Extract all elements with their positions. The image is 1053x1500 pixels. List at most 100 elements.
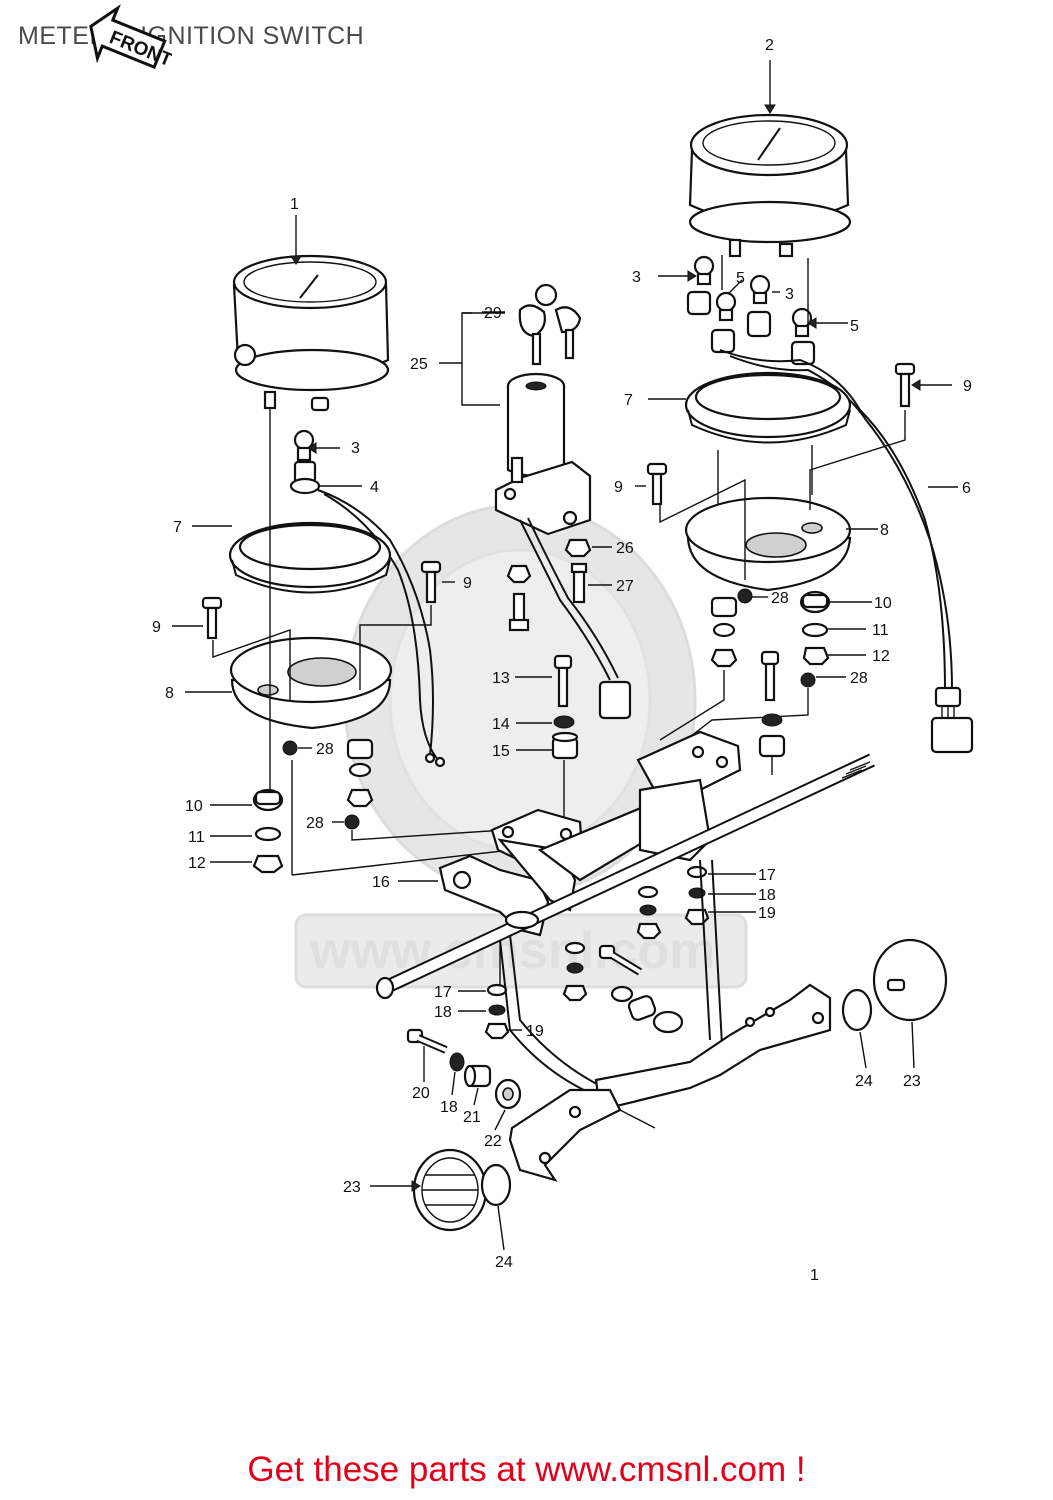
part-7-ring-right: [684, 371, 852, 444]
part-3-bulb-right-b: [749, 274, 771, 305]
part-9-screw-left-b: [420, 560, 442, 604]
ignition-bolt-left: [506, 564, 532, 632]
callout-18: 18: [758, 887, 776, 904]
part-26-nut: [564, 538, 592, 558]
part-28-washer-left: [282, 740, 298, 756]
part-10-grommet-left: [252, 788, 284, 812]
callout-7: 7: [173, 519, 182, 536]
part-3-bulb-right-a: [693, 255, 715, 286]
callout-labels: 1 2 3 3 3 4 5 5 6 7 7 8 8 9 9 9 9 10 10 …: [152, 37, 972, 1284]
part-6-connector: [930, 686, 974, 754]
ignition-connector: [598, 680, 632, 720]
part-17-collar-left: [486, 983, 508, 997]
callout-28: 28: [850, 670, 868, 687]
bolt-right-center: [758, 650, 786, 758]
callout-9: 9: [614, 479, 623, 496]
part-9-screw-left-a: [201, 596, 223, 640]
callout-8: 8: [880, 522, 889, 539]
part-22-grommet: [494, 1078, 522, 1110]
part-23-reflector-right: [872, 938, 948, 1022]
grommet-lower-mid: [610, 985, 684, 1034]
part-14-washer: [553, 715, 575, 729]
callout-3: 3: [632, 269, 641, 286]
part-28-washer-right-b: [800, 672, 816, 688]
callout-12: 12: [188, 855, 206, 872]
meter-sockets-right: [686, 290, 953, 691]
callout-4: 4: [370, 479, 379, 496]
callout-23: 23: [903, 1073, 921, 1090]
part-19-nut-left: [484, 1022, 510, 1040]
part-20-bolt: [406, 1028, 448, 1054]
callout-8: 8: [165, 685, 174, 702]
bolt-lower-mid: [598, 944, 643, 976]
callout-9: 9: [463, 575, 472, 592]
leader-lines: [172, 270, 958, 1251]
front-arrow-icon: FRONT: [89, 4, 172, 71]
page-marker: 1: [810, 1267, 819, 1284]
callout-28: 28: [306, 815, 324, 832]
part-18-washer-left: [488, 1004, 506, 1016]
hardware-stack-lower: [562, 941, 588, 1002]
part-21-collar: [463, 1064, 492, 1088]
callout-24: 24: [855, 1073, 873, 1090]
part-8-cup-right: [684, 496, 852, 592]
hardware-stack-mid: [636, 885, 662, 940]
part-5-bulb-right-b: [791, 307, 813, 338]
part-28-washer-right-a: [737, 588, 753, 604]
callout-13: 13: [492, 670, 510, 687]
part-2-meter: [688, 113, 852, 258]
callout-9: 9: [963, 378, 972, 395]
callout-6: 6: [962, 480, 971, 497]
callout-25: 25: [410, 356, 428, 373]
part-24-plate-left: [480, 1163, 512, 1207]
callout-22: 22: [484, 1133, 502, 1150]
callout-26: 26: [616, 540, 634, 557]
callout-3: 3: [785, 286, 794, 303]
callout-11: 11: [188, 829, 205, 846]
part-9-screw-right-a: [894, 362, 916, 408]
callout-10: 10: [874, 595, 892, 612]
part-13-bolt: [553, 654, 573, 708]
part-9-screw-right-b: [646, 462, 668, 506]
callout-17: 17: [758, 867, 776, 884]
part-7-ring-left: [228, 521, 392, 594]
part-25-ignition-switch: [494, 372, 592, 536]
part-18-washer-lower: [449, 1052, 465, 1072]
callout-14: 14: [492, 716, 510, 733]
part-1-meter: [232, 254, 390, 412]
callout-27: 27: [616, 578, 634, 595]
callout-21: 21: [463, 1109, 481, 1126]
part-17-collar-right: [686, 865, 708, 879]
part-3-bulb-left: [293, 429, 315, 462]
part-11-washer-right: [801, 622, 829, 638]
part-23-reflector-left: [412, 1148, 488, 1232]
callout-3: 3: [351, 440, 360, 457]
part-4-socket: [289, 460, 321, 495]
callout-9: 9: [152, 619, 161, 636]
part-28-washer-center-left: [344, 814, 360, 830]
callout-18: 18: [434, 1004, 452, 1021]
lower-bracket: [499, 859, 832, 1182]
callout-16: 16: [372, 874, 390, 891]
part-8-cup-left: [229, 636, 393, 730]
callout-29: 29: [484, 305, 502, 322]
part-19-nut-right: [684, 908, 710, 926]
callout-19: 19: [526, 1023, 544, 1040]
page-title: METER & IGNITION SWITCH: [18, 22, 365, 50]
callout-11: 11: [872, 622, 889, 639]
part-10-grommet-right-b: [799, 590, 831, 614]
callout-28: 28: [771, 590, 789, 607]
callout-23: 23: [343, 1179, 361, 1196]
callout-1: 1: [290, 196, 299, 213]
callout-17: 17: [434, 984, 452, 1001]
part-10-grommet-center-left: [346, 738, 374, 808]
cta-link[interactable]: Get these parts at www.cmsnl.com !: [247, 1450, 806, 1489]
part-5-bulb-right-a: [715, 291, 737, 322]
callout-5: 5: [850, 318, 859, 335]
callout-2: 2: [765, 37, 774, 54]
callout-15: 15: [492, 743, 510, 760]
part-10-grommet-right-a: [710, 596, 738, 668]
callout-12: 12: [872, 648, 890, 665]
part-12-nut-left: [252, 854, 284, 874]
